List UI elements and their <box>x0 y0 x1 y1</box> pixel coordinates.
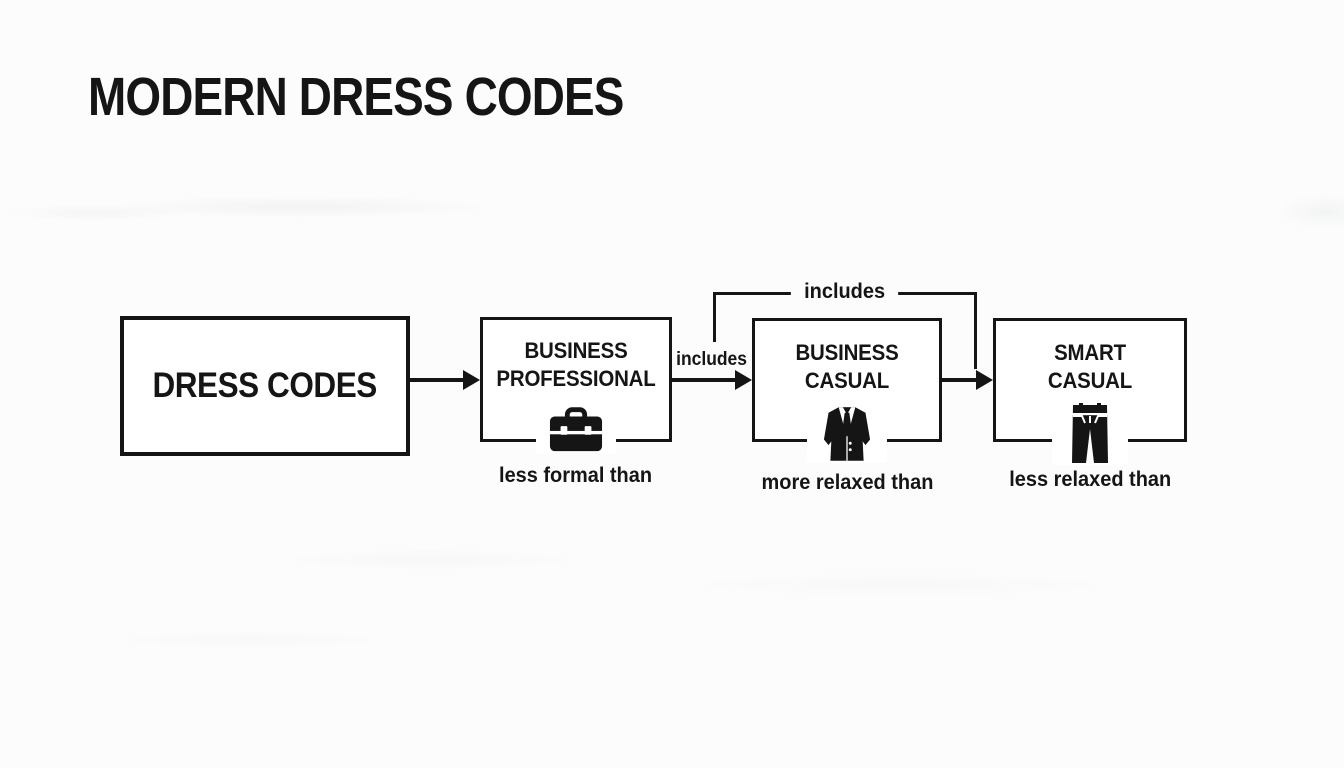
bracket-label-includes-text: includes <box>791 280 899 304</box>
sublabel-business-casual: more relaxed than <box>752 471 942 495</box>
node-dress-codes: DRESS CODES <box>120 316 410 456</box>
bracket-left-line <box>713 292 716 342</box>
arrow-head-casual-to-smart <box>976 370 993 390</box>
node-label-business-professional: BUSINESS PROFESSIONAL <box>496 338 656 391</box>
arrow-line-casual-to-smart <box>942 378 979 382</box>
arrow-line-professional-to-casual <box>672 378 738 382</box>
node-label-dress-codes: DRESS CODES <box>152 366 378 405</box>
suit-jacket-icon <box>807 405 887 463</box>
sublabel-text-business-casual: more relaxed than <box>761 471 933 494</box>
node-label-smart-casual: SMART CASUAL <box>1047 340 1133 393</box>
arrow-head-root-to-professional <box>463 370 480 390</box>
node-label-business-casual: BUSINESS CASUAL <box>795 340 899 393</box>
bracket-right-line <box>974 292 977 369</box>
bracket-label-includes: includes <box>713 280 977 304</box>
edge-label-includes: includes <box>670 349 754 371</box>
sublabel-text-smart-casual: less relaxed than <box>1009 468 1171 491</box>
page-title: MODERN DRESS CODES <box>88 67 624 127</box>
node-smart-casual: SMART CASUAL <box>993 318 1187 465</box>
node-business-professional: BUSINESS PROFESSIONAL <box>480 317 672 453</box>
sublabel-business-professional: less formal than <box>480 464 672 488</box>
jeans-icon <box>1052 403 1128 465</box>
sublabel-text-business-professional: less formal than <box>499 464 653 487</box>
sublabel-smart-casual: less relaxed than <box>993 468 1187 492</box>
arrow-line-root-to-professional <box>408 378 466 382</box>
arrow-head-professional-to-casual <box>735 370 752 390</box>
edge-label-includes-text: includes <box>676 349 748 370</box>
node-business-casual: BUSINESS CASUAL <box>752 318 942 463</box>
briefcase-icon <box>536 405 616 453</box>
